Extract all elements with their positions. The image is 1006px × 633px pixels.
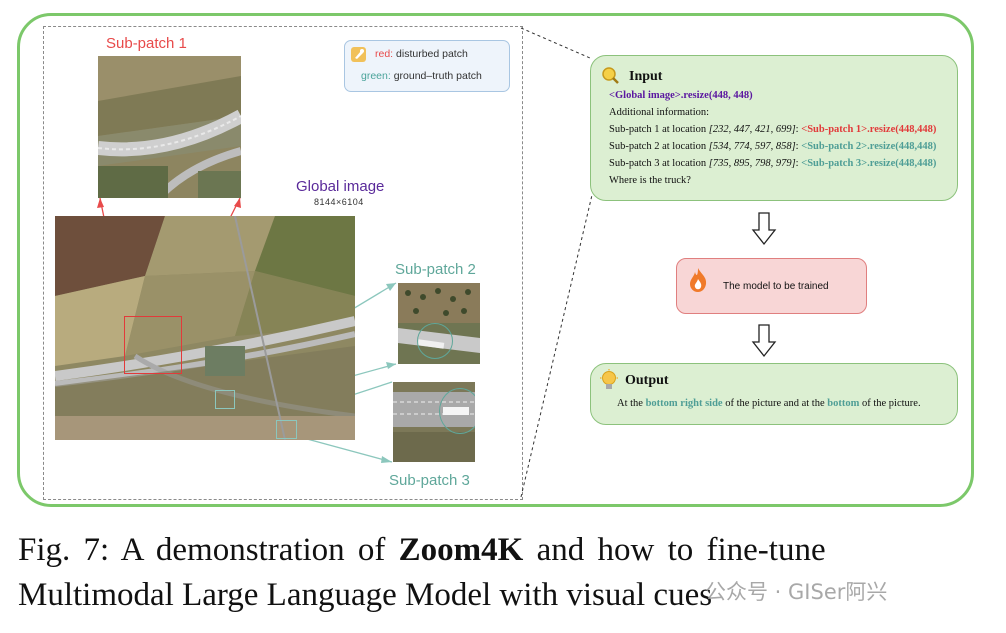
- input-additional: Additional information:: [609, 107, 710, 118]
- legend-green-key: green:: [361, 70, 391, 82]
- patch1-resize: <Sub-patch 1>.resize(448,448): [801, 124, 937, 135]
- output-highlight-1: bottom right side: [645, 398, 723, 409]
- output-title: Output: [625, 373, 669, 388]
- legend-green-text: ground–truth patch: [393, 70, 482, 82]
- patch3-prefix: Sub-patch 3 at location: [609, 158, 709, 169]
- caption-bold: Zoom4K: [398, 532, 524, 568]
- legend-red-text: disturbed patch: [396, 48, 468, 60]
- patch2-coords: [534, 774, 597, 858]: [708, 141, 796, 152]
- subpatch-3-marker: [276, 420, 297, 439]
- global-image-label: Global image: [296, 178, 385, 195]
- input-global-line: <Global image>.resize(448, 448): [609, 90, 753, 101]
- legend-red-key: red:: [375, 48, 394, 60]
- patch1-prefix: Sub-patch 1 at location: [609, 124, 709, 135]
- down-arrow-1-icon: [751, 212, 777, 246]
- legend: red: disturbed patch green: ground–truth…: [344, 40, 510, 92]
- legend-red-entry: red: disturbed patch: [375, 48, 468, 60]
- output-text-1: At the: [617, 398, 646, 409]
- caption-line-2: Multimodal Large Language Model with vis…: [18, 577, 713, 613]
- input-patch2-line: Sub-patch 2 at location [534, 774, 597, …: [609, 141, 937, 152]
- magnifier-icon: [601, 66, 619, 84]
- subpatch-2-circle: [417, 323, 453, 359]
- input-patch3-line: Sub-patch 3 at location [735, 895, 798, …: [609, 158, 937, 169]
- subpatch-3-image: [393, 382, 475, 462]
- caption-prefix: Fig. 7: A demonstration of: [18, 532, 399, 568]
- patch2-resize: <Sub-patch 2>.resize(448,448): [801, 141, 937, 152]
- output-text: At the bottom right side of the picture …: [617, 398, 921, 409]
- global-image-dimensions: 8144×6104: [314, 197, 364, 207]
- pin-icon: [351, 47, 366, 62]
- caption-rest: and how to fine-tune: [523, 532, 826, 568]
- subpatch-2-label: Sub-patch 2: [395, 261, 476, 278]
- input-box: Input <Global image>.resize(448, 448) Ad…: [590, 55, 958, 201]
- caption-line-1: Fig. 7: A demonstration of Zoom4K and ho…: [18, 528, 826, 573]
- watermark: 公众号 · GISer阿兴: [705, 580, 888, 604]
- input-question: Where is the truck?: [609, 175, 691, 186]
- global-image: [55, 216, 355, 440]
- subpatch-1-label: Sub-patch 1: [106, 35, 187, 52]
- patch2-prefix: Sub-patch 2 at location: [609, 141, 709, 152]
- patch3-coords: [735, 895, 798, 979]: [708, 158, 796, 169]
- model-text: The model to be trained: [723, 281, 829, 292]
- down-arrow-2-icon: [751, 324, 777, 358]
- model-box: The model to be trained: [676, 258, 867, 314]
- lightbulb-icon: [599, 369, 619, 393]
- input-title: Input: [629, 69, 663, 84]
- output-text-2: of the picture and at the: [722, 398, 828, 409]
- fire-icon: [687, 267, 709, 292]
- image-panel-border: [43, 26, 523, 500]
- legend-green-entry: green: ground–truth patch: [361, 70, 482, 82]
- subpatch-3-circle: [439, 388, 475, 434]
- input-patch1-line: Sub-patch 1 at location [232, 447, 421, …: [609, 124, 937, 135]
- subpatch-1-image: [98, 56, 241, 198]
- subpatch-1-marker: [124, 316, 182, 374]
- patch3-resize: <Sub-patch 3>.resize(448,448): [801, 158, 937, 169]
- patch1-coords: [232, 447, 421, 699]: [708, 124, 796, 135]
- output-box: Output At the bottom right side of the p…: [590, 363, 958, 425]
- output-text-3: of the picture.: [859, 398, 921, 409]
- output-highlight-2: bottom: [827, 398, 860, 409]
- subpatch-3-label: Sub-patch 3: [389, 472, 470, 489]
- subpatch-2-marker: [215, 390, 235, 409]
- subpatch-2-image: [398, 283, 480, 364]
